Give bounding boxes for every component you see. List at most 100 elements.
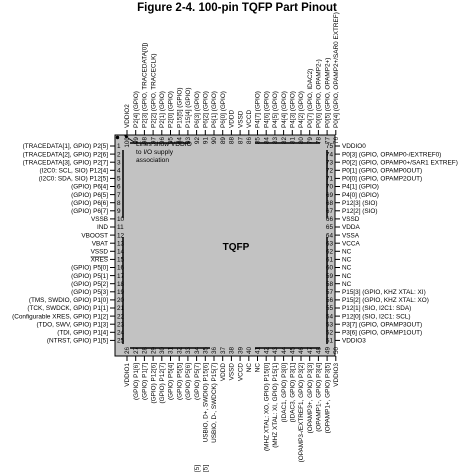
left-pin-number: 2 [117,151,121,158]
right-pin-number: 74 [326,151,334,158]
left-pin-label: (TRACEDATA[3], GPIO) P2[7] [23,159,109,166]
top-pin-label: P6[2] (GPIO) [203,91,210,128]
right-pin-number: 63 [326,240,334,247]
right-pin-label: P12[0] (SIO, I2C1: SCL) [342,313,411,320]
left-pin-label: (GPIO) P5[3] [71,289,108,296]
right-pin-label: P3[6] (GPIO, OPAMP1OUT) [342,330,422,337]
top-pin-label: P6[0] (GPIO) [220,91,227,128]
bottom-pin-label: VDDIO1 [124,363,131,387]
right-pin-label: P0[0] (GPIO, OPAMP2OUT) [342,176,422,183]
top-pin-number: 88 [229,137,236,145]
top-pin-label: P4[7] (GPIO) [255,91,262,128]
left-pin-number: 10 [117,216,125,223]
bottom-pin-number: 29 [150,346,157,354]
bottom-pin-number: 44 [281,346,288,354]
bottom-pin-label: (MHZ XTAL: XI, GPIO) P15[1] [272,363,279,448]
top-pin-number: 100 [124,137,131,148]
top-pin-number: 85 [255,137,262,145]
top-pin-number: 82 [281,137,288,145]
top-pin-number: 96 [159,137,166,145]
top-pin-number: 83 [272,137,279,145]
left-pin-label: XRES [91,257,108,264]
top-pin-label: P4[2] (GPIO) [298,91,305,128]
top-pin-label: P4[4] (GPIO) [281,91,288,128]
top-pin-number: 91 [203,137,210,145]
right-pin-label: P15[3] (GPIO, KHZ XTAL: XI) [342,289,426,296]
top-pin-label: P0[5] (GPIO, OPAMP2+) [324,58,331,128]
left-pin-number: 20 [117,297,125,304]
top-pin-label: P0[7] (GPIO, IDAC2) [307,69,314,128]
top-pin-label: P6[3] (GPIO) [194,91,201,128]
right-pin-number: 68 [326,200,334,207]
right-pin-label: NC [342,265,352,272]
top-pin-number: 92 [194,137,201,145]
left-pin-label: (GPIO) P6[6] [71,200,108,207]
bottom-pin-number: 28 [142,346,149,354]
bottom-pin-label: VCCD [237,363,244,381]
top-pin-label: P15[4] (GPIO) [185,88,192,129]
top-pin-number: 84 [263,137,270,145]
left-pin-label: (Configurable XRES, GPIO) P1[2] [12,313,108,320]
right-pin-number: 72 [326,168,334,175]
left-pin-number: 17 [117,273,125,280]
top-pin-label: VDDIO2 [124,104,131,128]
top-pin-number: 81 [290,137,297,145]
left-pin-number: 9 [117,208,121,215]
right-pin-number: 70 [326,184,334,191]
right-pin-number: 54 [326,313,334,320]
top-pin-label: P15[5] (GPIO) [176,88,183,129]
top-pin-number: 79 [307,137,314,145]
right-pin-number: 66 [326,216,334,223]
bottom-pin-label: VDDIO3 [333,363,340,387]
top-pin-label: P2[4] (GPIO) [133,91,140,128]
bottom-pin-number: 35 [203,346,210,354]
right-pin-label: VDDIO0 [342,143,366,150]
right-pin-label: NC [342,249,352,256]
bottom-pin-number: 43 [272,346,279,354]
right-pin-number: 52 [326,330,334,337]
left-pin-label: (TRACEDATA[1], GPIO) P2[5] [23,143,109,150]
left-pin-label: (TRACEDATA[2], GPIO) P2[6] [23,151,109,158]
right-pin-number: 53 [326,321,334,328]
top-pin-number: 87 [237,137,244,145]
pin1-marker [115,135,120,140]
note-line-1: Lines show VDDIO [136,141,192,148]
top-pin-label: P4[3] (GPIO) [290,91,297,128]
bottom-pin-label: VDDD [220,363,227,381]
bottom-pin-label: (GPIO) P5[7] [194,363,201,400]
top-pin-label: P4[5] (GPIO) [272,91,279,128]
left-pin-number: 21 [117,305,125,312]
bottom-pin-label: (GPIO) P5[4] [168,363,175,400]
top-pin-number: 77 [324,137,331,145]
right-pin-label: P0[3] (GPIO, OPAMP0-/EXTREF0) [342,151,441,158]
right-pin-number: 64 [326,232,334,239]
bottom-pin-number: 40 [246,346,253,354]
right-pin-label: P0[1] (GPIO, OPAMP0OUT) [342,168,422,175]
right-pin-label: VDDIO3 [342,338,366,345]
right-pin-number: 73 [326,159,334,166]
bottom-pin-number: 39 [237,346,244,354]
bottom-pin-label: (OPAMP3+, GPIO) P3[3] [307,363,314,434]
top-pin-label: P2[3] (GPIO, TRACEDATA[0]) [142,43,149,128]
right-pin-label: VSSA [342,232,360,239]
right-pin-label: P4[1] (GPIO) [342,184,379,191]
left-pin-label: (GPIO) P6[7] [71,208,108,215]
right-pin-label: P0[2] (GPIO, OPAMP0+/SAR1 EXTREF) [342,159,458,166]
bottom-pin-label: (IDAC3, GPIO) P3[1] [290,363,297,423]
left-pin-number: 25 [117,338,125,345]
vddio-note: Lines show VDDIO to I/O supply associati… [124,135,192,164]
left-pin-label: (GPIO) P5[0] [71,265,108,272]
left-pin-number: 4 [117,168,121,175]
bottom-pin-number: 42 [263,346,270,354]
bottom-pin-number: 32 [176,346,183,354]
left-pin-label: (TDO, SWV, GPIO) P1[3] [37,321,109,328]
left-pin-number: 15 [117,257,125,264]
right-pin-label: P12[3] (SIO) [342,200,378,207]
right-pin-number: 69 [326,192,334,199]
bottom-pin-number: 46 [298,346,305,354]
left-pin-number: 13 [117,240,125,247]
left-pin-number: 11 [117,224,124,231]
right-pin-number: 62 [326,249,334,256]
top-pin-label: P2[2] (GPIO, TRACECLK) [150,54,157,128]
